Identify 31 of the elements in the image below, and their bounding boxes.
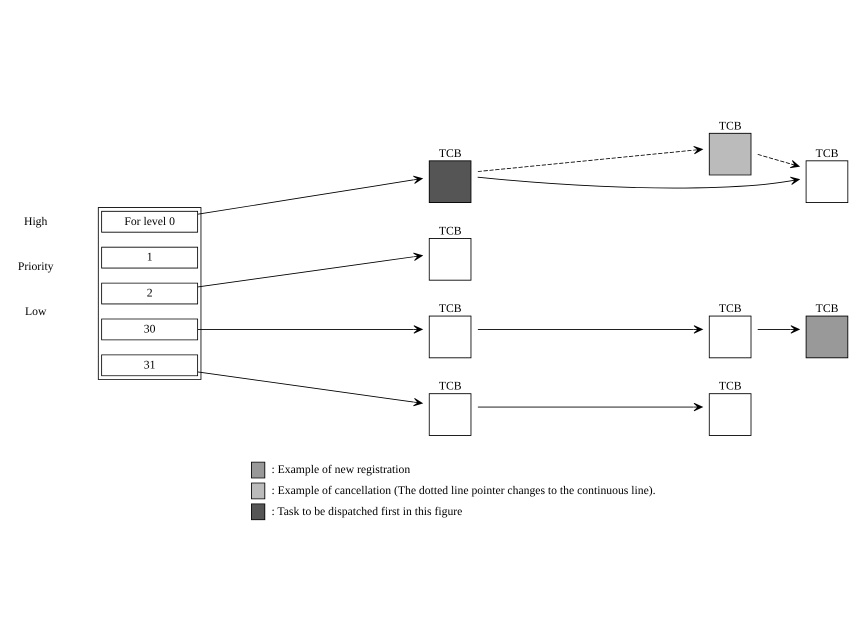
- arrow: [477, 176, 800, 188]
- arrow: [197, 371, 423, 406]
- label: Low: [25, 304, 46, 318]
- node-label: TCB: [718, 379, 742, 392]
- arrow: [757, 324, 800, 334]
- node-label: TCB: [438, 224, 462, 237]
- node-label: TCB: [816, 146, 838, 160]
- arrow: [197, 252, 423, 287]
- node-label: TCB: [816, 302, 838, 315]
- legend-label: : Task to be dispatched first in this figure: [271, 504, 462, 518]
- legend-label: : Example of cancellation (The dotted line pointer changes to the continuous line).: [271, 484, 656, 497]
- node-label: TCB: [438, 379, 462, 392]
- label: High: [24, 214, 48, 228]
- node-box: 2: [101, 282, 198, 304]
- arrow: [477, 402, 703, 411]
- arrow: [197, 324, 423, 334]
- arrow: [757, 153, 800, 168]
- arrow: [197, 175, 423, 214]
- node-label: TCB: [438, 302, 462, 315]
- node-label: TCB: [718, 302, 742, 315]
- arrow: [477, 145, 703, 172]
- node-label: TCB: [438, 146, 462, 160]
- cluster: [98, 206, 202, 380]
- legend-label: : Example of new registration: [271, 462, 410, 476]
- arrow: [477, 324, 703, 334]
- node-box: For level 0: [101, 210, 198, 232]
- node-box: 30: [101, 318, 198, 340]
- node-box: 1: [101, 246, 198, 268]
- node-box: 31: [101, 354, 198, 376]
- label: Priority: [18, 259, 54, 272]
- node-label: TCB: [718, 118, 742, 132]
